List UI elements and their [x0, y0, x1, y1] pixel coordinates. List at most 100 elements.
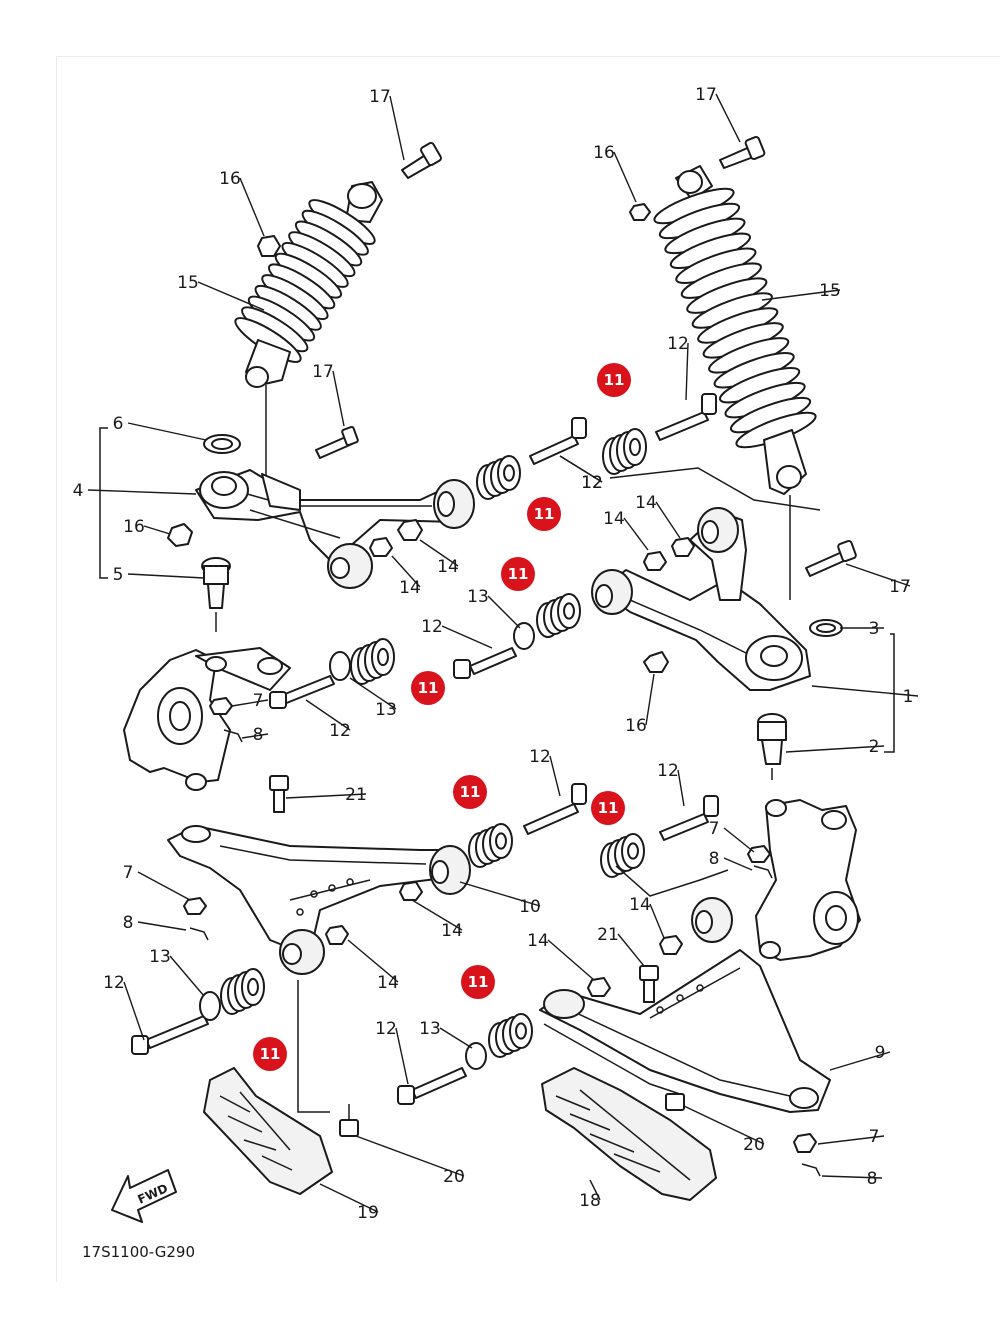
left-lower-bolt-12[interactable] [131, 1015, 209, 1055]
right-upper-nut[interactable] [629, 203, 651, 221]
left-lower-nut-14-a[interactable] [399, 881, 423, 901]
right-lower-bolt-21[interactable] [639, 965, 659, 1003]
callout-c17d: 17 [889, 577, 911, 597]
highlight-label: 11 [418, 679, 439, 697]
right-upper-ball-joint[interactable] [757, 713, 787, 780]
left-arm-nut[interactable] [167, 523, 193, 547]
fwd-arrow: FWD [111, 1169, 177, 1223]
lower-arm-bushing-g[interactable] [488, 1013, 533, 1058]
right-upper-arm-bolt-17[interactable] [805, 539, 857, 577]
left-upper-arm[interactable] [195, 469, 475, 589]
callout-c7d: 7 [869, 1127, 880, 1147]
leader-line-c4 [87, 489, 197, 495]
upper-arm-bushing-c[interactable] [476, 455, 521, 500]
leader-lines [87, 93, 919, 1213]
upper-arm-nut-14-a[interactable] [397, 519, 423, 541]
callout-c15a: 15 [177, 273, 199, 293]
left-lower-washer-13[interactable] [199, 991, 221, 1021]
callout-c12d: 12 [667, 334, 689, 354]
upper-arm-bushing-a[interactable] [350, 638, 395, 685]
highlight-callout-h2[interactable]: 11 [527, 497, 561, 531]
right-upper-arm[interactable] [591, 507, 811, 691]
left-lower-pivot-bolt[interactable] [523, 783, 587, 835]
left-lower-washer-13-b[interactable] [465, 1042, 487, 1070]
callout-c21b: 21 [597, 925, 619, 945]
left-lower-nut-14-b[interactable] [325, 925, 349, 945]
callout-c3: 3 [869, 619, 880, 639]
left-lower-bushing-b[interactable] [468, 823, 513, 868]
highlight-dot [527, 497, 561, 531]
right-lower-nut-7[interactable] [793, 1133, 817, 1153]
leader-line-c12h [677, 769, 685, 807]
left-lower-nut-7[interactable] [183, 897, 207, 915]
callout-c17b: 17 [312, 362, 334, 382]
leader-line-c14h [547, 939, 595, 981]
callout-c18: 18 [579, 1191, 601, 1211]
callout-c14b: 14 [437, 557, 459, 577]
callout-c5: 5 [113, 565, 124, 585]
left-lower-arm[interactable] [167, 825, 471, 975]
left-knuckle-nut[interactable] [209, 697, 233, 715]
right-circlip[interactable] [809, 619, 843, 637]
left-upper-nut[interactable] [257, 235, 281, 257]
left-steering-knuckle[interactable] [123, 647, 291, 791]
right-knuckle-nut-7[interactable] [747, 845, 771, 863]
right-upper-nut-14-a[interactable] [671, 537, 695, 557]
left-upper-bolt[interactable] [401, 141, 442, 179]
leader-line-c14f [347, 939, 399, 983]
right-lower-bushing[interactable] [600, 833, 645, 878]
left-guard-clip[interactable] [339, 1104, 359, 1137]
upper-arm-nut-14-b[interactable] [369, 537, 393, 557]
highlight-callout-h3[interactable]: 11 [501, 557, 535, 591]
right-lower-cotter-8[interactable] [801, 1163, 821, 1177]
right-arm-nut[interactable] [643, 651, 669, 673]
right-steering-knuckle[interactable] [755, 799, 861, 961]
leader-line-c17b [332, 370, 345, 427]
leader-line-c12a [441, 625, 493, 649]
right-arm-guard[interactable] [541, 1067, 717, 1201]
right-upper-bolt[interactable] [719, 136, 766, 169]
left-upper-ball-joint[interactable] [201, 557, 231, 632]
upper-arm-bushing-b[interactable] [536, 593, 581, 638]
right-upper-bushing[interactable] [602, 428, 647, 475]
right-lower-pivot-bolt[interactable] [659, 795, 719, 841]
highlight-callout-h7[interactable]: 11 [461, 965, 495, 999]
left-lower-cotter-8[interactable] [189, 927, 209, 941]
right-upper-pivot-bolt[interactable] [655, 393, 717, 441]
right-lower-arm[interactable] [539, 897, 831, 1113]
upper-arm-washer-b[interactable] [513, 622, 535, 650]
right-lower-nut-14[interactable] [659, 935, 683, 955]
right-shock-absorber[interactable] [651, 165, 819, 610]
highlight-callout-h8[interactable]: 11 [253, 1037, 287, 1071]
callout-c10: 10 [519, 897, 541, 917]
callout-c13b: 13 [375, 700, 397, 720]
upper-arm-washer-a[interactable] [329, 651, 351, 681]
left-circlip[interactable] [203, 434, 241, 454]
highlight-callout-h5[interactable]: 11 [453, 775, 487, 809]
highlight-dot [591, 791, 625, 825]
leader-line-c13c [169, 955, 205, 997]
upper-arm-pivot-bolt-c[interactable] [529, 417, 587, 465]
right-upper-nut-14-b[interactable] [643, 551, 667, 571]
callout-c20b: 20 [743, 1135, 765, 1155]
callout-c12c: 12 [329, 721, 351, 741]
right-lower-nut-14-b[interactable] [587, 977, 611, 997]
highlight-label: 11 [460, 783, 481, 801]
highlight-callout-h1[interactable]: 11 [597, 363, 631, 397]
leader-line-c12e [559, 455, 603, 483]
left-arm-guard[interactable] [203, 1067, 333, 1195]
left-lower-bushing[interactable] [220, 968, 265, 1015]
upper-arm-pivot-bolt-a[interactable] [269, 675, 335, 709]
highlight-callout-h4[interactable]: 11 [411, 671, 445, 705]
callout-c14g: 14 [629, 895, 651, 915]
left-lower-bolt-21[interactable] [269, 775, 289, 813]
left-lower-bolt-12-b[interactable] [397, 1067, 467, 1105]
left-shock-absorber[interactable] [230, 181, 383, 480]
left-upper-arm-bolt-17[interactable] [315, 425, 359, 459]
right-guard-clip[interactable] [665, 1093, 685, 1111]
highlight-callout-h6[interactable]: 11 [591, 791, 625, 825]
right-knuckle-cotter-8[interactable] [753, 865, 773, 879]
upper-arm-pivot-bolt-b[interactable] [453, 647, 517, 679]
left-cotter-pin[interactable] [223, 729, 243, 743]
highlight-dot [411, 671, 445, 705]
